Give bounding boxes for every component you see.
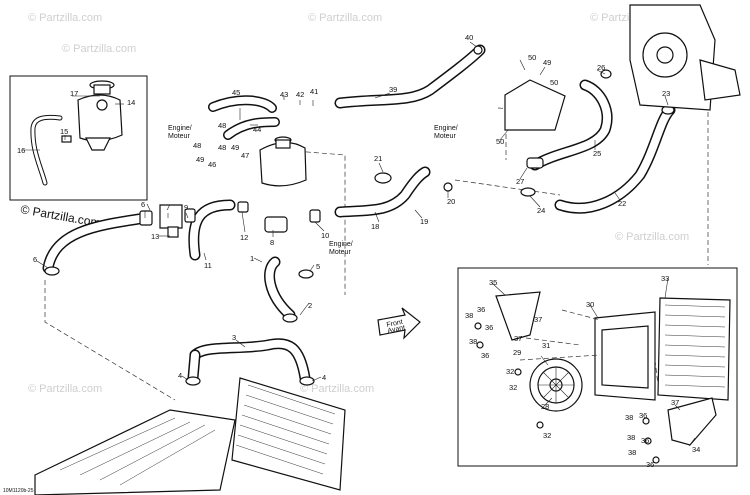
callout-2: 2 (308, 301, 312, 310)
callout-17: 17 (70, 89, 78, 98)
callout-32: 32 (506, 367, 514, 376)
callout-36: 36 (477, 305, 485, 314)
callout-50: 50 (496, 137, 504, 146)
callout-37: 37 (671, 398, 679, 407)
callout-48: 48 (218, 143, 226, 152)
watermark: © Partzilla.com (615, 231, 689, 243)
callout-39: 39 (389, 85, 397, 94)
callout-50: 50 (528, 53, 536, 62)
callout-10: 10 (321, 231, 329, 240)
engine-label: Engine/ (168, 125, 192, 132)
callout-28: 28 (541, 402, 549, 411)
callout-32: 32 (509, 383, 517, 392)
moteur-label: Moteur (168, 133, 190, 140)
callout-36: 36 (639, 411, 647, 420)
callout-14: 14 (127, 98, 135, 107)
callout-18: 18 (371, 222, 379, 231)
callout-38: 38 (625, 413, 633, 422)
watermark: © Partzilla.com (308, 12, 382, 24)
engine-labels: Engine/ Moteur Engine/ Moteur Engine/ Mo… (168, 125, 458, 335)
callout-5: 5 (316, 262, 320, 271)
callout-23: 23 (662, 89, 670, 98)
callout-4: 4 (178, 371, 182, 380)
callout-49: 49 (196, 155, 204, 164)
detail-box-tank (9, 75, 148, 201)
watermark: © Partzilla.com (28, 383, 102, 395)
callout-45: 45 (232, 88, 240, 97)
callout-3: 3 (232, 333, 236, 342)
engine-label: Engine/ (434, 125, 458, 132)
callout-29: 29 (513, 348, 521, 357)
callout-13: 13 (151, 232, 159, 241)
callout-36: 36 (485, 323, 493, 332)
callout-49: 49 (543, 58, 551, 67)
callout-35: 35 (489, 278, 497, 287)
watermark: © Partzilla.com (300, 383, 374, 395)
callout-12: 12 (240, 233, 248, 242)
callout-11: 11 (204, 261, 212, 270)
callout-37: 37 (534, 315, 542, 324)
watermark: © Partzilla.com (62, 43, 136, 55)
callout-21: 21 (374, 154, 382, 163)
diagram-code: 10M1120b-25 (3, 488, 34, 494)
callout-6: 6 (141, 200, 145, 209)
callout-20: 20 (447, 197, 455, 206)
callout-27: 27 (516, 177, 524, 186)
fan-radiator-detail (474, 291, 731, 464)
callout-44: 44 (253, 125, 261, 134)
callout-15: 15 (60, 127, 68, 136)
callout-19: 19 (420, 217, 428, 226)
callout-36: 36 (646, 460, 654, 469)
callout-36: 36 (641, 436, 649, 445)
front-label: Front (386, 319, 403, 329)
watermarks: © Partzilla.com © Partzilla.com © Partzi… (28, 12, 689, 395)
callout-4: 4 (322, 373, 326, 382)
callout-25: 25 (593, 149, 601, 158)
callout-37: 37 (514, 334, 522, 343)
callout-49: 49 (231, 143, 239, 152)
callout-47: 47 (241, 151, 249, 160)
callout-42: 42 (296, 90, 304, 99)
callout-46: 46 (208, 160, 216, 169)
callout-50: 50 (550, 78, 558, 87)
callout-33: 33 (661, 274, 669, 283)
moteur-label: Moteur (329, 249, 351, 256)
callout-38: 38 (465, 311, 473, 320)
callout-24: 24 (537, 206, 545, 215)
callout-34: 34 (692, 445, 700, 454)
expansion-tank-detail (30, 80, 123, 186)
callout-30: 30 (586, 300, 594, 309)
detail-box-fan (457, 267, 738, 467)
callout-38: 38 (469, 337, 477, 346)
callout-9: 9 (184, 203, 188, 212)
engine-label: Engine/ (329, 241, 353, 248)
callout-40: 40 (465, 33, 473, 42)
hoses (42, 44, 676, 384)
callout-6: 6 (33, 255, 37, 264)
callout-numbers: 17 14 15 16 6 7 9 13 11 12 8 10 45 44 43… (17, 33, 700, 469)
callout-26: 26 (597, 63, 605, 72)
callout-36: 36 (481, 351, 489, 360)
callout-31: 31 (542, 341, 550, 350)
callout-38: 38 (627, 433, 635, 442)
callout-32: 32 (543, 431, 551, 440)
callout-41: 41 (310, 87, 318, 96)
callout-38: 38 (628, 448, 636, 457)
avant-label: Avant (387, 324, 406, 335)
callout-48: 48 (218, 121, 226, 130)
callout-8: 8 (270, 238, 274, 247)
callout-43: 43 (280, 90, 288, 99)
watermark: © Partzilla.com (28, 12, 102, 24)
callout-7: 7 (166, 203, 170, 212)
callout-16: 16 (17, 146, 25, 155)
callout-48: 48 (193, 141, 201, 150)
leader-lines (22, 41, 696, 447)
components (34, 4, 741, 495)
callout-22: 22 (618, 199, 626, 208)
callout-1: 1 (250, 254, 254, 263)
moteur-label: Moteur (434, 133, 456, 140)
